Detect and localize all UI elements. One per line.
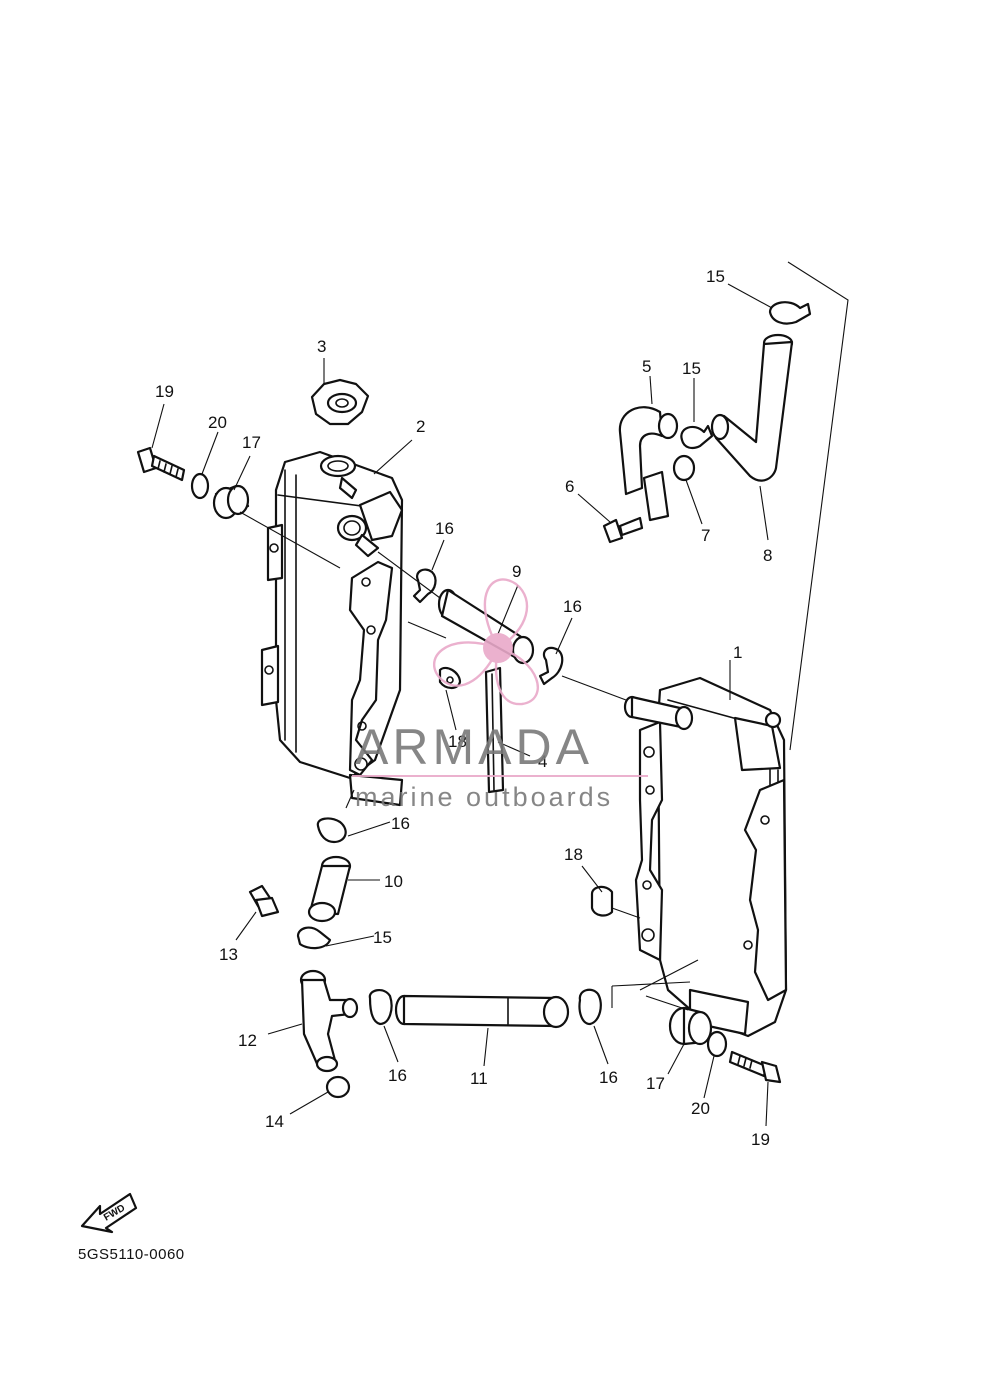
callout-1: 1 bbox=[733, 643, 742, 662]
watermark-tagline: marine outboards bbox=[355, 782, 613, 812]
forward-direction-arrow: FWD bbox=[80, 1192, 138, 1234]
callout-19-left: 19 bbox=[155, 382, 174, 401]
gasket bbox=[325, 1075, 351, 1099]
callout-16-lower-left: 16 bbox=[391, 814, 410, 833]
watermark-brand: ARMADA bbox=[355, 719, 593, 775]
callout-18-left: 18 bbox=[448, 732, 467, 751]
callout-20-right: 20 bbox=[691, 1099, 710, 1118]
right-collar bbox=[590, 885, 614, 917]
left-washer bbox=[190, 472, 210, 500]
callout-17-right: 17 bbox=[646, 1074, 665, 1093]
hose-clamp-lower bbox=[296, 926, 332, 950]
callout-16-upper: 16 bbox=[435, 519, 454, 538]
callout-12: 12 bbox=[238, 1031, 257, 1050]
radiator-cap bbox=[310, 378, 370, 426]
callout-5: 5 bbox=[642, 357, 651, 376]
callout-20-left: 20 bbox=[208, 413, 227, 432]
union-bolt bbox=[248, 884, 280, 918]
callout-6: 6 bbox=[565, 477, 574, 496]
hose-clamp-lower-left bbox=[316, 817, 347, 844]
drawing-code: 5GS5110-0060 bbox=[78, 1246, 185, 1263]
small-bolt bbox=[602, 516, 644, 544]
callout-13: 13 bbox=[219, 945, 238, 964]
armada-watermark: ARMADA marine outboards bbox=[352, 578, 648, 812]
callout-4: 4 bbox=[538, 752, 547, 771]
left-radiator bbox=[260, 450, 404, 807]
short-hose bbox=[307, 855, 352, 923]
callout-2: 2 bbox=[416, 417, 425, 436]
callout-7: 7 bbox=[701, 526, 710, 545]
hose-clamp-bottom-left bbox=[368, 989, 393, 1026]
callout-15-lower: 15 bbox=[373, 928, 392, 947]
propeller-logo-icon bbox=[432, 578, 539, 706]
lower-hose bbox=[394, 994, 570, 1029]
callout-15-breather: 15 bbox=[682, 359, 701, 378]
callout-8: 8 bbox=[763, 546, 772, 565]
left-mount-bolt bbox=[136, 446, 186, 482]
hose-clamp-bottom-right bbox=[578, 988, 602, 1026]
right-washer bbox=[706, 1030, 728, 1058]
callout-3: 3 bbox=[317, 337, 326, 356]
callout-18-right: 18 bbox=[564, 845, 583, 864]
callout-10: 10 bbox=[384, 872, 403, 891]
hose-clamp-upper bbox=[412, 568, 437, 604]
hose-clamp-top bbox=[768, 301, 812, 325]
right-damper bbox=[668, 1006, 713, 1046]
long-hose bbox=[710, 333, 794, 482]
assembly-lines bbox=[239, 261, 849, 1011]
callout-15-top: 15 bbox=[706, 267, 725, 286]
callout-leaders bbox=[151, 283, 773, 1127]
callout-19-right: 19 bbox=[751, 1130, 770, 1149]
left-damper bbox=[212, 484, 250, 520]
callout-16-bottom-left: 16 bbox=[388, 1066, 407, 1085]
callout-9: 9 bbox=[512, 562, 521, 581]
callout-labels: 1 2 3 4 5 6 7 8 9 10 11 12 13 14 15 15 1… bbox=[155, 267, 772, 1149]
callout-11: 11 bbox=[470, 1069, 488, 1088]
right-mount-bolt bbox=[728, 1050, 782, 1084]
o-ring bbox=[672, 454, 696, 482]
pipe-joint bbox=[299, 969, 359, 1073]
callout-17-left: 17 bbox=[242, 433, 261, 452]
hose-clamp-mid bbox=[538, 646, 564, 686]
callout-14: 14 bbox=[265, 1112, 284, 1131]
right-radiator bbox=[623, 676, 788, 1038]
breather-hose bbox=[618, 406, 679, 522]
hose-clamp-breather bbox=[680, 424, 714, 450]
callout-16-mid: 16 bbox=[563, 597, 582, 616]
callout-16-bottom-right: 16 bbox=[599, 1068, 618, 1087]
